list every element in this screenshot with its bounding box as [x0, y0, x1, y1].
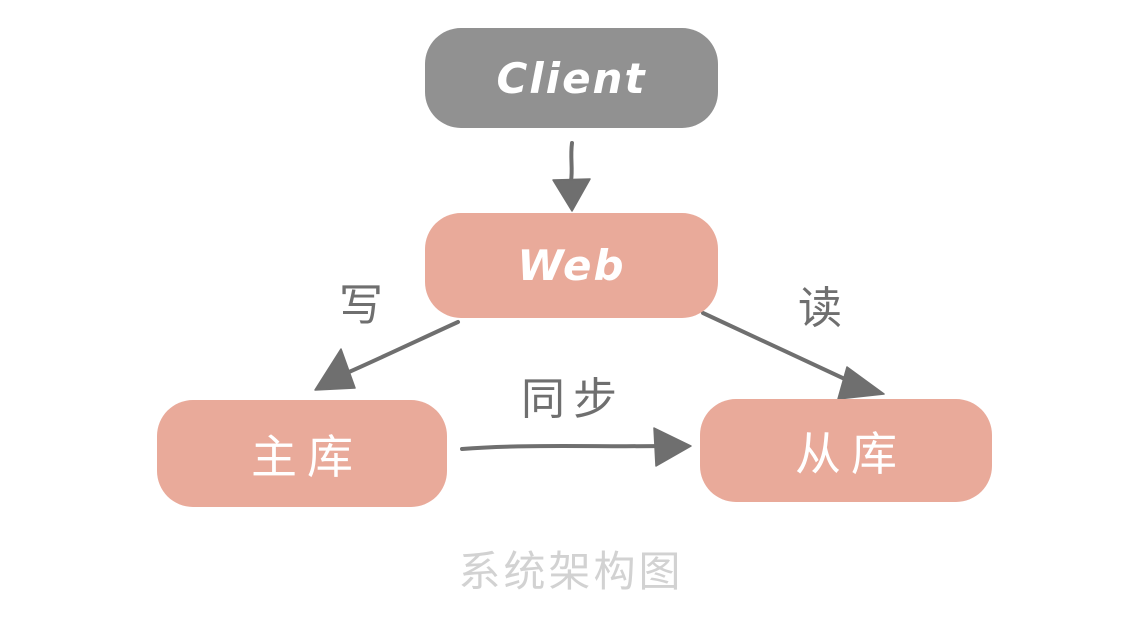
- node-client-label: Client: [496, 53, 647, 103]
- arrow-master-to-slave: [460, 427, 692, 467]
- edge-label-sync: 同步: [521, 374, 625, 425]
- node-master-db: 主库: [157, 400, 447, 507]
- node-client: Client: [425, 28, 718, 128]
- node-slave-db: 从库: [700, 399, 992, 502]
- node-master-db-label: 主库: [251, 429, 363, 484]
- diagram-title: 系统架构图: [458, 547, 684, 596]
- arrow-client-to-web: [552, 141, 591, 212]
- node-web: Web: [425, 213, 718, 318]
- edge-label-read: 读: [798, 283, 842, 334]
- node-web-label: Web: [517, 241, 626, 290]
- node-slave-db-label: 从库: [795, 426, 907, 481]
- arrow-web-to-master: [314, 320, 460, 391]
- arrow-web-to-slave: [701, 311, 885, 400]
- edge-label-write: 写: [339, 280, 383, 331]
